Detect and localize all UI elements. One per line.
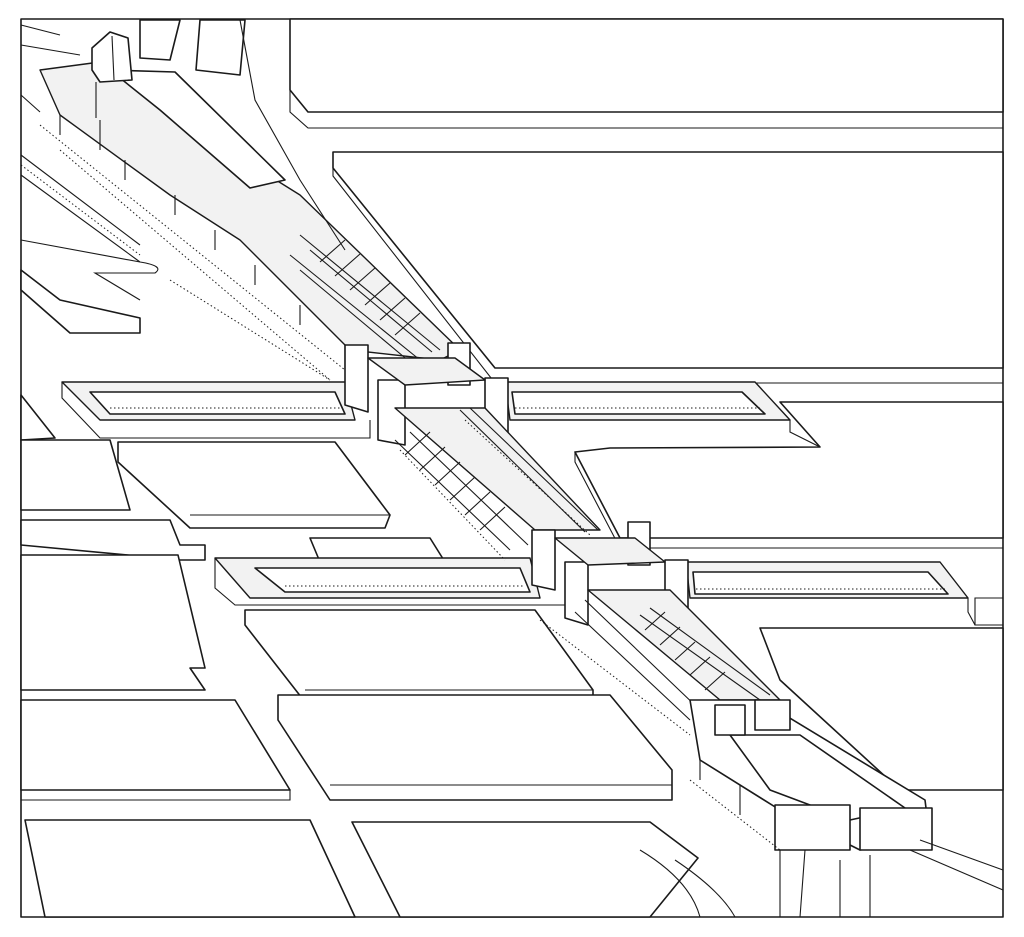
city-block-mid-right — [574, 401, 1004, 549]
city-block-center-b — [244, 609, 594, 703]
courtyard-wing-right-upper — [504, 381, 821, 448]
city-block-left-upper — [20, 394, 131, 511]
city-block-left-low — [20, 699, 291, 801]
streets — [20, 19, 736, 918]
city-block-left-top — [20, 239, 159, 334]
pavilion-top-left — [91, 19, 246, 118]
end-courtyard-bottom — [689, 699, 1004, 918]
pylon-upper-crossing — [344, 342, 509, 446]
city-block-lower-right — [759, 597, 1004, 791]
courtyard-wing-left-lower — [214, 557, 565, 606]
linear-building-spine — [20, 19, 1004, 918]
city-block-left-bottom — [24, 819, 356, 918]
dwelling-cells-lower — [539, 599, 771, 736]
courtyard-wing-right-lower — [685, 561, 976, 626]
courtyard-wing-left-upper — [61, 381, 371, 439]
city-block-center-d — [351, 821, 699, 918]
city-block-top-right — [289, 18, 1004, 129]
city-block-center-a — [117, 441, 391, 529]
city-block-left-mid — [20, 519, 206, 691]
city-block-center-c — [277, 694, 673, 801]
dwelling-cells-middle — [394, 407, 599, 561]
dwelling-cells-upper — [289, 234, 441, 363]
